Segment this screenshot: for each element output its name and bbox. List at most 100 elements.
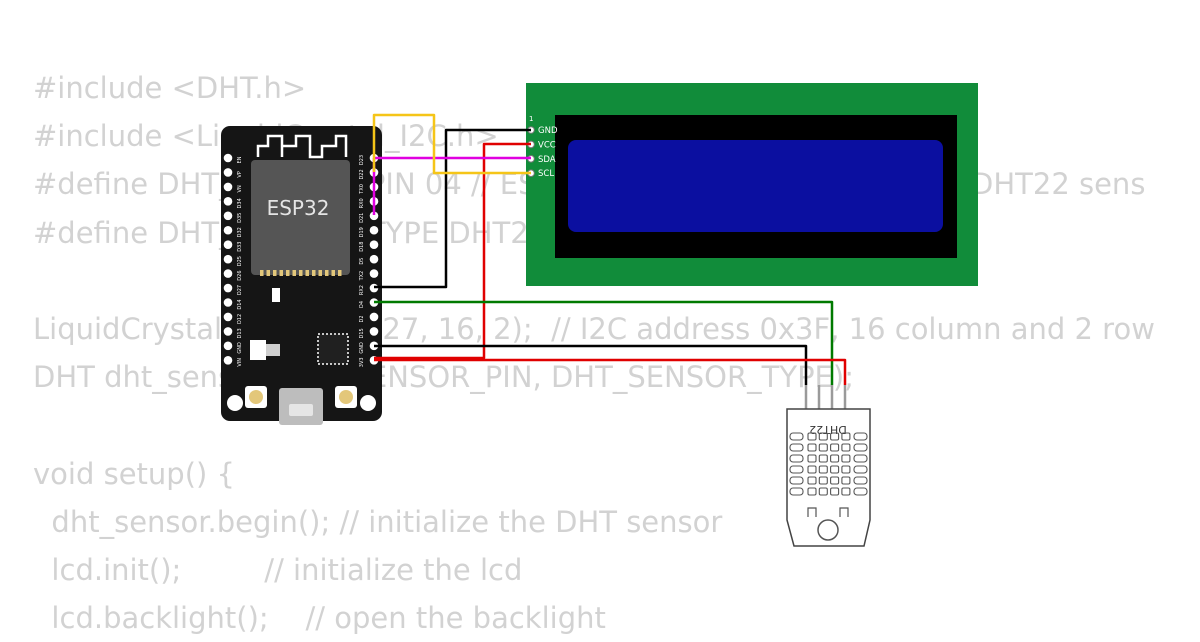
esp32-pin-label: D2 [359, 315, 365, 322]
lcd1602-module[interactable]: 1 [526, 83, 978, 286]
dht22-vent-slot [789, 454, 804, 463]
wire-dht22-vcc-to-esp32 [374, 358, 847, 385]
module-pad [305, 270, 309, 276]
lcd-pin-label: VCC [538, 140, 556, 150]
lcd-pin-label: SCL [538, 169, 554, 179]
boot-button[interactable] [245, 386, 267, 408]
dht22-vent-slot [807, 443, 817, 452]
dht22-vent-slot [818, 443, 828, 452]
esp32-pin-label: TX2 [359, 271, 365, 282]
lcd-pin-labels: GND VCC SDA SCL [538, 126, 558, 179]
esp32-devkit-board[interactable]: ESP32 ENVPVND34D35D32D33D25D26D27D14D12D… [221, 126, 382, 425]
wires [372, 113, 847, 385]
code-line: void setup() { [33, 456, 235, 491]
esp32-pin-label: D32 [237, 227, 243, 237]
mounting-hole-right [360, 395, 376, 411]
esp32-pin-d35[interactable] [223, 211, 233, 221]
module-pad [279, 270, 283, 276]
esp32-pin-gnd[interactable] [223, 341, 233, 351]
dht22-vent-slot [841, 476, 851, 485]
module-pads [260, 270, 342, 276]
code-line: lcd.backlight(); // open the backlight [33, 601, 606, 636]
esp32-pin-d18[interactable] [369, 240, 379, 249]
esp32-pin-d33[interactable] [223, 240, 233, 249]
esp32-pin-label: VN [237, 185, 243, 192]
lcd-pin-label: GND [538, 126, 558, 136]
dht22-vent-slot [853, 432, 868, 441]
dht22-vent-slot [830, 465, 840, 474]
dht22-mount-hole [817, 519, 839, 541]
dht22-vent-slot [807, 454, 817, 463]
esp32-pin-vn[interactable] [223, 182, 233, 192]
esp32-pin-d5[interactable] [369, 254, 379, 264]
esp32-pin-label: D13 [237, 328, 243, 338]
esp32-pin-d25[interactable] [223, 254, 233, 264]
esp32-pin-tx2[interactable] [369, 269, 379, 278]
dht22-vent-slot [818, 454, 828, 463]
dht22-vent-slot [789, 443, 804, 452]
esp32-pin-label: D14 [237, 299, 243, 309]
dht22-vent-slot [818, 432, 828, 441]
esp32-pin-d27[interactable] [223, 283, 233, 293]
esp32-pin-label: D34 [237, 198, 243, 208]
esp32-pin-d21[interactable] [369, 211, 379, 221]
esp32-pin-label: VIN [237, 358, 243, 367]
esp32-left-header: ENVPVND34D35D32D33D25D26D27D14D12D13GNDV… [223, 153, 243, 367]
dht22-vent-slot [841, 443, 851, 452]
code-line: #include <DHT.h> [33, 71, 307, 105]
module-pad [312, 270, 316, 276]
esp32-label: ESP32 [267, 196, 330, 220]
lcd-screen [568, 140, 943, 232]
esp32-pin-vin[interactable] [223, 356, 233, 365]
lcd-pin-label: SDA [538, 155, 556, 165]
esp32-pin-vp[interactable] [223, 168, 233, 177]
esp32-pin-label: RX2 [359, 285, 365, 295]
esp32-pin-label: RX0 [359, 198, 365, 208]
dht22-vent-slot [830, 454, 840, 463]
dht22-sensor[interactable]: DHT22 [786, 385, 871, 547]
esp32-pin-d14[interactable] [223, 298, 233, 307]
esp32-pin-label: VP [237, 171, 243, 177]
code-line: dht_sensor.begin(); // initialize the DH… [33, 504, 723, 539]
module-pad [338, 270, 342, 276]
esp32-pin-d19[interactable] [369, 225, 379, 235]
dht22-vent-slot [789, 432, 804, 441]
esp32-pin-label: D15 [359, 328, 365, 338]
dht22-vent-slot [830, 476, 840, 485]
power-led [272, 288, 280, 302]
esp32-pin-d26[interactable] [223, 269, 233, 278]
esp32-pin-label: D26 [237, 270, 243, 280]
dht22-vent-slot [853, 487, 868, 496]
dht22-label: DHT22 [809, 423, 846, 436]
esp32-pin-label: D18 [359, 242, 365, 252]
esp32-pin-d34[interactable] [223, 197, 233, 206]
code-line: lcd.init(); // initialize the lcd [33, 552, 523, 587]
dht22-vent-bottom [807, 507, 849, 517]
esp32-pin-en[interactable] [223, 153, 233, 163]
esp32-pin-label: TX0 [359, 184, 365, 195]
module-pad [286, 270, 290, 276]
dht22-vent-grid [789, 432, 868, 496]
esp32-pin-d13[interactable] [223, 327, 233, 336]
dht22-vent-slot [818, 465, 828, 474]
dht22-vent-slot [789, 476, 804, 485]
esp32-pin-label: D33 [237, 242, 243, 252]
esp32-pin-label: D22 [359, 169, 365, 179]
esp32-pin-label: D35 [237, 213, 243, 223]
esp32-pin-d12[interactable] [223, 312, 233, 322]
lcd-pin-one-marker: 1 [529, 115, 533, 123]
dht22-vent-slot [818, 476, 828, 485]
module-pad [273, 270, 277, 276]
esp32-pin-label: D21 [359, 213, 365, 223]
dht22-vent-slot [841, 454, 851, 463]
esp32-pin-label: GND [359, 342, 365, 354]
dht22-vent-slot [841, 487, 851, 496]
esp32-pin-label: D19 [359, 227, 365, 237]
reset-button[interactable] [335, 386, 357, 408]
esp32-pin-d32[interactable] [223, 225, 233, 235]
wire-lcd-gnd-to-esp32 [374, 128, 531, 289]
esp32-pin-d15[interactable] [369, 327, 379, 336]
dht22-vent-slot [853, 443, 868, 452]
esp32-pin-d2[interactable] [369, 312, 379, 322]
